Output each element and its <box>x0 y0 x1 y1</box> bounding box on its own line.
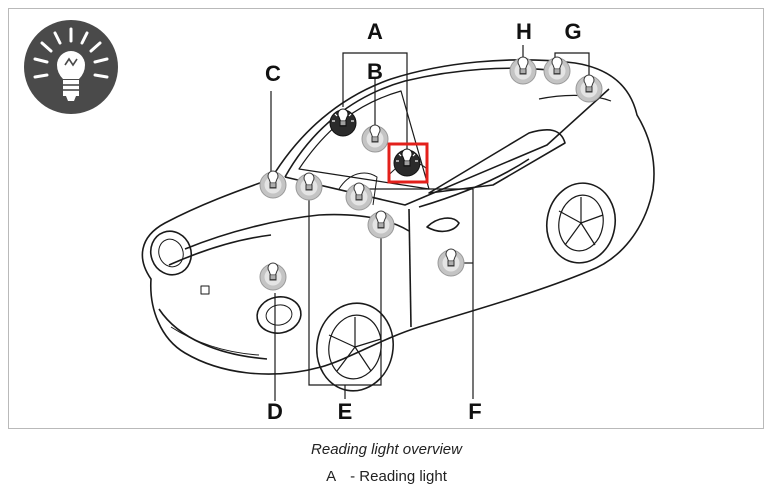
label-F: F <box>468 399 481 424</box>
bulb-dark-A1 <box>329 108 357 137</box>
bulb-D <box>259 262 287 291</box>
figure-caption: Reading light overview <box>311 441 462 458</box>
legend-key: A <box>326 468 337 485</box>
bulb-G2 <box>575 74 603 103</box>
leader-lines <box>270 45 590 401</box>
label-B: B <box>367 59 383 84</box>
car-lighting-diagram: A B C D E F G H <box>24 19 655 424</box>
bulb-dark-A2 <box>393 148 421 177</box>
label-D: D <box>267 399 283 424</box>
label-E: E <box>338 399 353 424</box>
bulb-E2 <box>345 182 373 211</box>
bulb-G1 <box>543 56 571 85</box>
label-A: A <box>367 19 383 44</box>
legend: A - Reading light <box>0 468 773 485</box>
diagram-frame: A B C D E F G H <box>8 8 764 429</box>
label-C: C <box>265 61 281 86</box>
bulb-E1 <box>295 172 323 201</box>
bulb-H <box>509 56 537 85</box>
bulb-F <box>437 248 465 277</box>
light-bulb-icon <box>24 20 118 114</box>
car-illustration <box>141 59 655 392</box>
label-G: G <box>564 19 581 44</box>
bulb-E3 <box>367 210 395 239</box>
bulb-C <box>259 170 287 199</box>
highlight-box <box>387 142 429 184</box>
bulb-B <box>361 124 389 153</box>
label-H: H <box>516 19 532 44</box>
legend-text: - Reading light <box>350 468 447 485</box>
